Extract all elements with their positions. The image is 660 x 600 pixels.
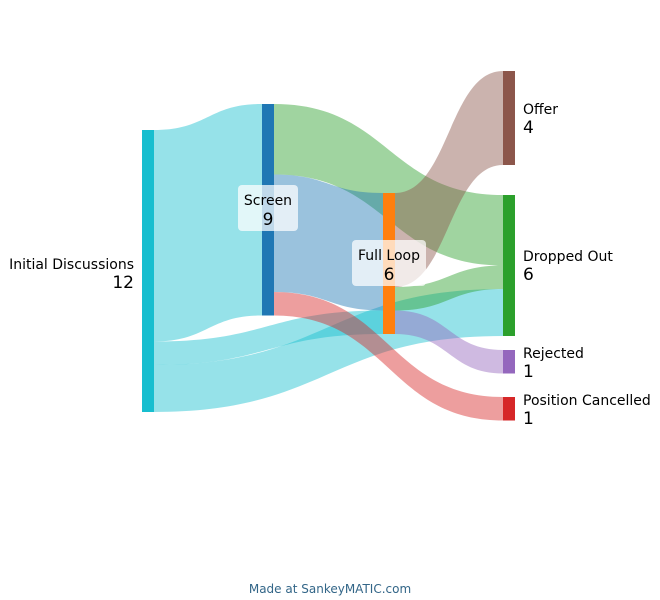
label-box-fullloop (352, 240, 426, 286)
node-cancelled[interactable] (503, 397, 515, 421)
label-value-dropped: 6 (523, 265, 534, 285)
flow-fullloop-to-dropped[interactable] (395, 265, 503, 311)
label-name-cancelled: Position Cancelled (523, 393, 651, 409)
label-box-screen (238, 185, 298, 231)
label-name-screen: Screen (244, 193, 292, 209)
label-value-initial: 12 (112, 273, 134, 293)
label-value-fullloop: 6 (384, 265, 395, 285)
label-name-offer: Offer (523, 102, 558, 118)
flow-initial-to-screen[interactable] (154, 104, 262, 342)
flows-layer (154, 71, 503, 421)
label-name-dropped: Dropped Out (523, 249, 613, 265)
flow-initial-to-fullloop[interactable] (154, 310, 383, 366)
node-dropped[interactable] (503, 195, 515, 336)
node-offer[interactable] (503, 71, 515, 165)
label-name-rejected: Rejected (523, 346, 584, 362)
flow-screen-to-cancelled[interactable] (274, 292, 503, 421)
made-at-credit[interactable]: Made at SankeyMATIC.com (248, 582, 412, 596)
label-value-rejected: 1 (523, 362, 534, 382)
label-value-cancelled: 1 (523, 409, 534, 429)
flow-fullloop-to-rejected[interactable] (395, 310, 503, 374)
label-name-fullloop: Full Loop (358, 248, 420, 264)
label-value-screen: 9 (263, 210, 274, 230)
node-rejected[interactable] (503, 350, 515, 374)
label-value-offer: 4 (523, 118, 534, 138)
flow-fullloop-to-offer[interactable] (395, 71, 503, 287)
label-name-initial: Initial Discussions (9, 257, 134, 273)
flow-screen-to-dropped[interactable] (274, 104, 503, 266)
flow-initial-to-dropped[interactable] (154, 289, 503, 412)
node-initial[interactable] (142, 130, 154, 412)
